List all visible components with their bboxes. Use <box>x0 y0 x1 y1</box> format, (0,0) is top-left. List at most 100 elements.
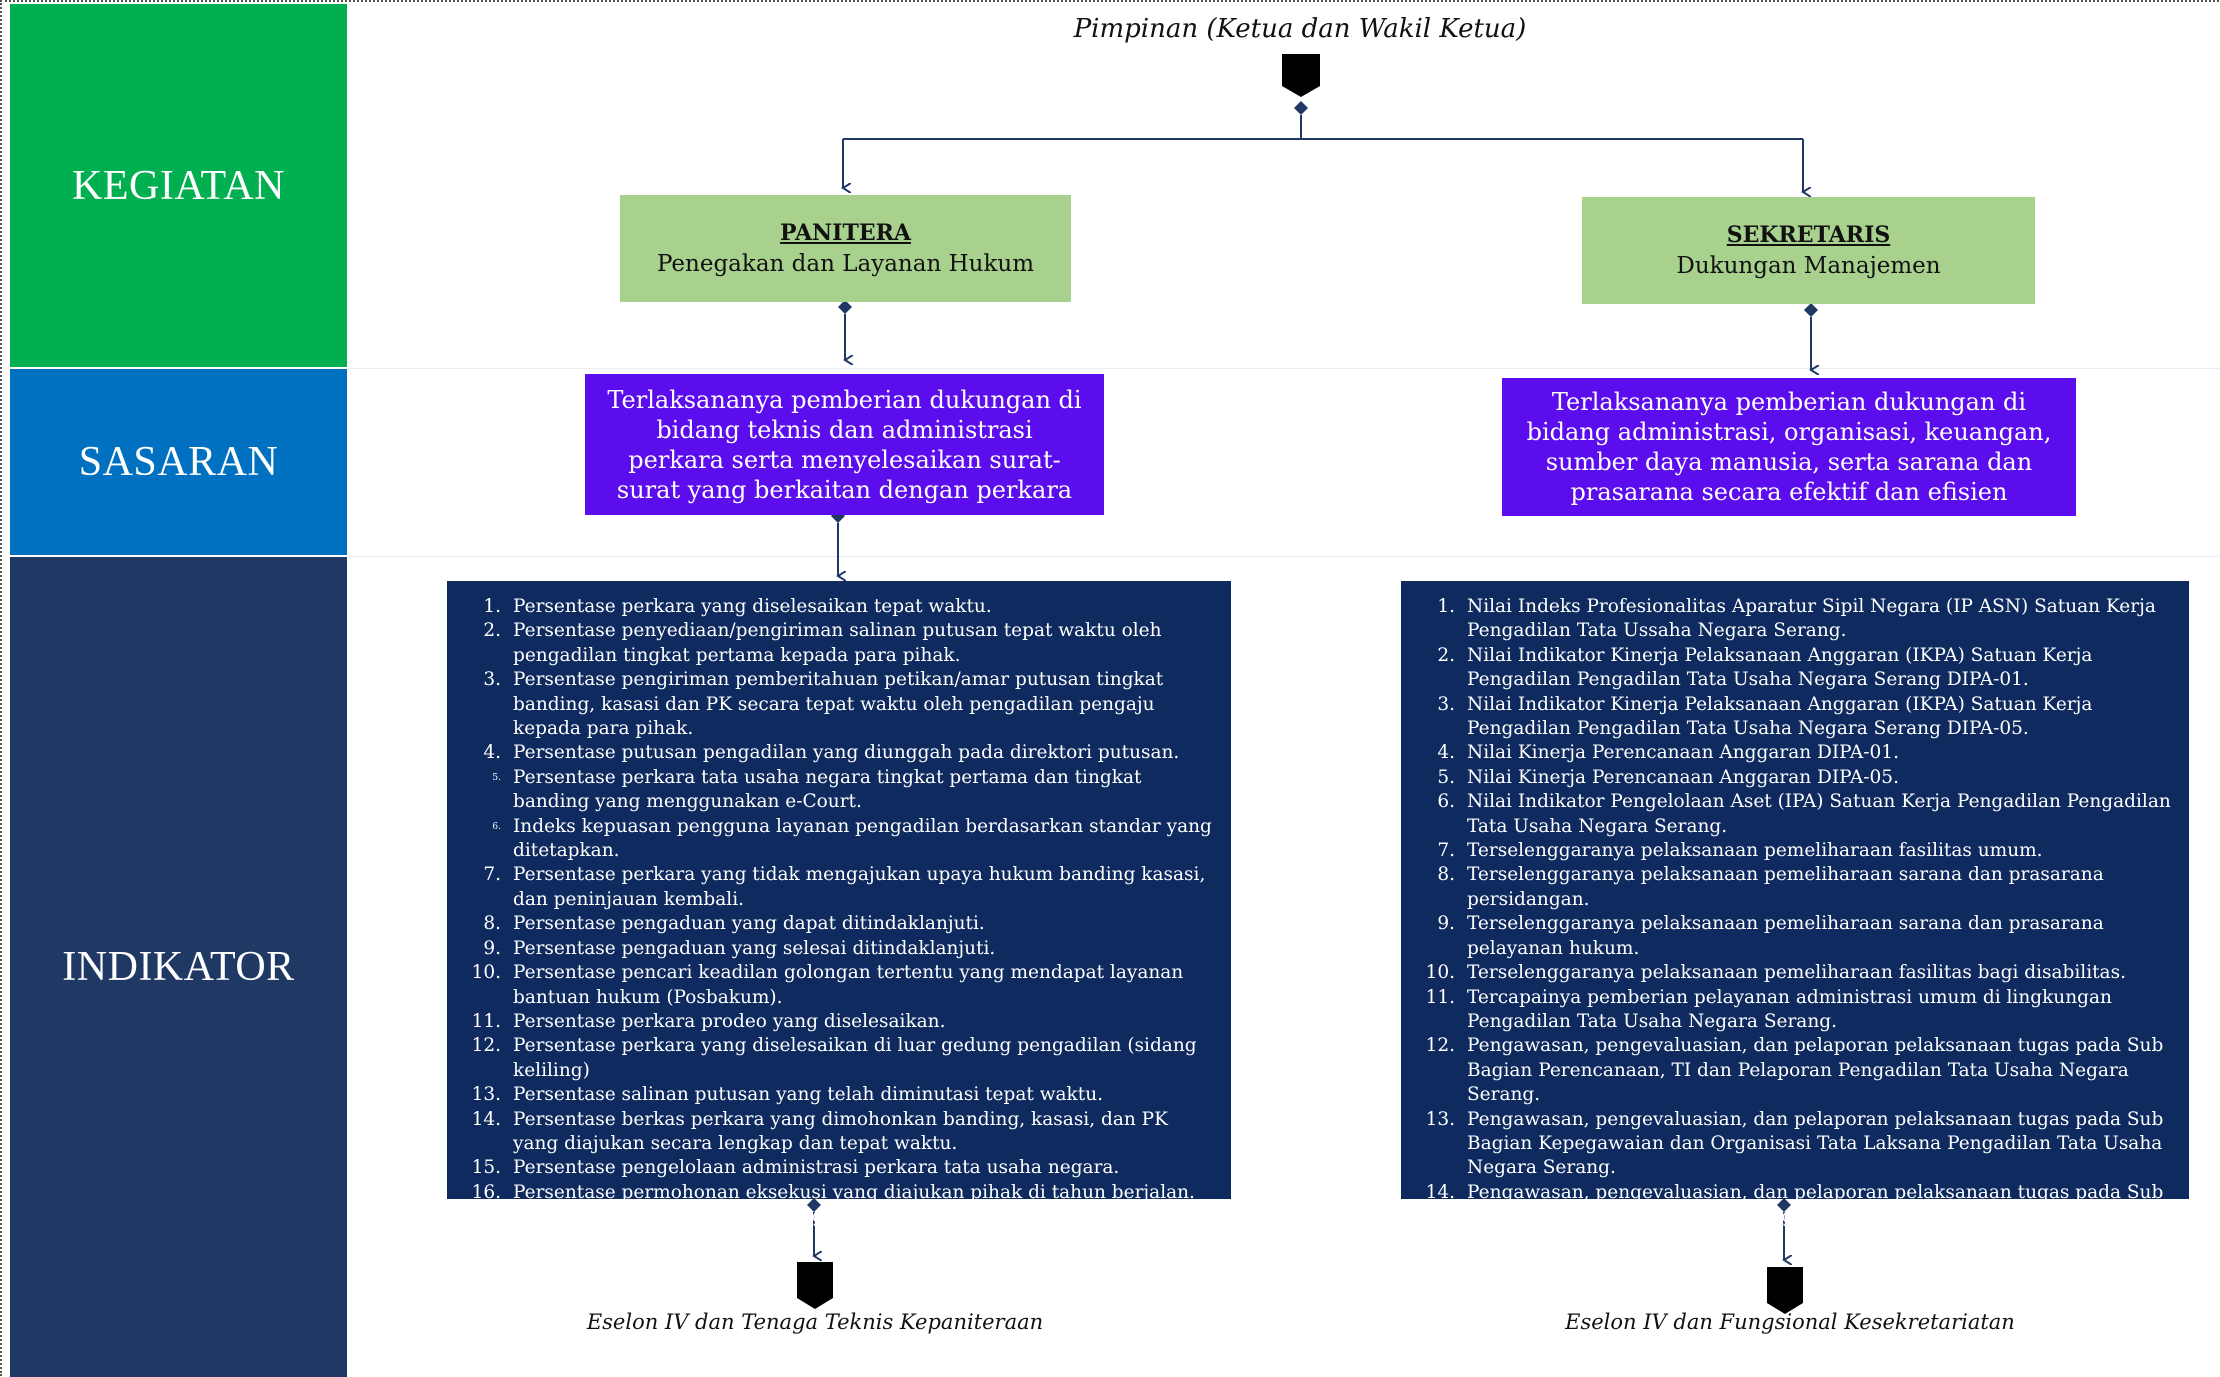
indicator-text: Persentase pengelolaan administrasi perk… <box>513 1157 1120 1179</box>
indicator-item: 11.Tercapainya pemberian pelayanan admin… <box>1419 986 2171 1035</box>
indicator-text: Persentase salinan putusan yang telah di… <box>513 1084 1103 1106</box>
indicator-item: 1.Nilai Indeks Profesionalitas Aparatur … <box>1419 595 2171 644</box>
sekretaris-footer: Eselon IV dan Fungsional Kesekretariatan <box>1565 1310 2015 1334</box>
indicator-number: 11. <box>471 1010 501 1032</box>
diamond-left-3 <box>807 1198 821 1212</box>
indicator-text: Persentase pengaduan yang selesai ditind… <box>513 937 996 959</box>
indicator-number: 1. <box>483 596 501 617</box>
sekretaris-heading: SEKRETARIS <box>1726 221 1891 248</box>
indicator-number: 1. <box>1437 596 1455 617</box>
indicator-item: 6. Indeks kepuasan pengguna layanan penga… <box>465 815 1213 864</box>
indicator-item: 3. Nilai Indikator Kinerja Pelaksanaan An… <box>1419 693 2171 742</box>
indicator-text: Persentase perkara yang diselesaikan di … <box>513 1035 1197 1081</box>
indicator-number: 14. <box>471 1108 501 1130</box>
sekretaris-indicator-box: 1.Nilai Indeks Profesionalitas Aparatur … <box>1401 581 2189 1227</box>
indicator-item: 3. Persentase pengiriman pemberitahuan pe… <box>465 668 1213 741</box>
indicator-text: Persentase pengaduan yang dapat ditindak… <box>513 913 985 935</box>
indicator-text: Persentase perkara yang tidak mengajukan… <box>513 864 1206 910</box>
indicator-text: Pengawasan, pengevaluasian, dan pelapora… <box>1467 1035 2164 1106</box>
sekretaris-box: SEKRETARIS Dukungan Manajemen <box>1582 197 2035 304</box>
indicator-text: Persentase perkara tata usaha negara tin… <box>513 766 1142 813</box>
indicator-item: 16.Persentase permohonan eksekusi yang d… <box>465 1181 1213 1205</box>
indicator-item: 2. Nilai Indikator Kinerja Pelaksanaan An… <box>1419 644 2171 693</box>
indicator-number: 6. <box>492 821 501 832</box>
indicator-item: 10. Persentase pencari keadilan golongan … <box>465 961 1213 1010</box>
indicator-text: Nilai Indikator Kinerja Pelaksanaan Angg… <box>1467 693 2093 740</box>
indicator-number: 3. <box>483 669 501 691</box>
band-sasaran-label: SASARAN <box>78 439 279 485</box>
indicator-number: 14. <box>1425 1181 1455 1203</box>
panitera-box: PANITERA Penegakan dan Layanan Hukum <box>620 195 1071 302</box>
band-kegiatan-label: KEGIATAN <box>72 162 285 209</box>
indicator-item: 1. Persentase perkara yang diselesaikan t… <box>465 595 1213 619</box>
indicator-text: Pengawasan, pengevaluasian, dan pelapora… <box>1467 1108 2164 1179</box>
band-kegiatan: KEGIATAN <box>10 4 347 367</box>
indicator-item: 14.Pengawasan, pengevaluasian, dan pelap… <box>1419 1181 2171 1230</box>
indicator-number: 3. <box>1437 693 1455 715</box>
panitera-target-box: Terlaksananya pemberian dukungan di bida… <box>585 374 1104 515</box>
leader-symbol-top <box>1282 54 1320 97</box>
indicator-number: 11. <box>1425 986 1455 1008</box>
indicator-number: 2. <box>1437 644 1455 666</box>
sekretaris-indicator-list: 1.Nilai Indeks Profesionalitas Aparatur … <box>1419 595 2171 1230</box>
indicator-item: 6.Nilai Indikator Pengelolaan Aset (IPA)… <box>1419 790 2171 839</box>
indicator-item: 12. Persentase perkara yang diselesaikan … <box>465 1034 1213 1083</box>
band-indikator: INDIKATOR <box>10 557 347 1377</box>
indicator-number: 4. <box>483 742 501 764</box>
panitera-subtitle: Penegakan dan Layanan Hukum <box>656 250 1035 277</box>
indicator-item: 10.Terselenggaranya pelaksanaan pemeliha… <box>1419 961 2171 985</box>
indicator-item: 5. Nilai Kinerja Perencanaan Anggaran DIP… <box>1419 766 2171 790</box>
sekretaris-target-box: Terlaksananya pemberian dukungan di bida… <box>1502 378 2076 516</box>
indicator-number: 12. <box>471 1035 501 1057</box>
indicator-number: 10. <box>471 962 501 984</box>
indicator-number: 8. <box>483 913 501 935</box>
indicator-number: 12. <box>1425 1035 1455 1057</box>
sekretaris-subtitle: Dukungan Manajemen <box>1676 252 1941 279</box>
diamond-top <box>1294 101 1308 115</box>
indicator-item: 14. Persentase berkas perkara yang dimoho… <box>465 1108 1213 1157</box>
indicator-item: 15.Persentase pengelolaan administrasi p… <box>465 1156 1213 1180</box>
diamond-right-3 <box>1777 1198 1791 1212</box>
indicator-number: 7. <box>1437 840 1455 862</box>
panitera-heading: PANITERA <box>780 219 911 246</box>
indicator-text: Persentase permohonan eksekusi yang diaj… <box>513 1181 1195 1203</box>
diamond-left-1 <box>838 300 852 314</box>
leader-symbol-right-bottom <box>1767 1267 1803 1314</box>
indicator-number: 17. <box>471 1206 501 1228</box>
indicator-text: Terselenggaranya pelaksanaan pemeliharaa… <box>1467 864 2104 910</box>
indicator-item: 11. Persentase perkara prodeo yang disele… <box>465 1010 1213 1034</box>
indicator-text: Nilai Indikator Kinerja Pelaksanaan Angg… <box>1467 644 2093 691</box>
indicator-item: 13.Pengawasan, pengevaluasian, dan pelap… <box>1419 1108 2171 1181</box>
indicator-number: 13. <box>471 1084 501 1106</box>
diamond-right-1 <box>1804 303 1818 317</box>
indicator-text: Indeks kepuasan pengguna layanan pengadi… <box>513 815 1212 862</box>
indicator-item: 4. Nilai Kinerja Perencanaan Anggaran DIP… <box>1419 741 2171 765</box>
indicator-item: 17. Persentase jumlah eksekusi yang telah… <box>465 1205 1213 1254</box>
indicator-text: Persentase penyediaan/pengiriman salinan… <box>513 620 1162 666</box>
indicator-text: Terselenggaranya pelaksanaan pemeliharaa… <box>1467 962 2126 984</box>
indicator-text: Persentase jumlah eksekusi yang telah se… <box>513 1206 1160 1252</box>
indicator-item: 9.Terselenggaranya pelaksanaan pemelihar… <box>1419 912 2171 961</box>
indicator-text: Terselenggaranya pelaksanaan pemeliharaa… <box>1467 840 2043 862</box>
indicator-text: Persentase pengiriman pemberitahuan peti… <box>513 669 1164 740</box>
panitera-indicator-list: 1. Persentase perkara yang diselesaikan t… <box>465 595 1213 1254</box>
indicator-number: 9. <box>1437 913 1455 935</box>
indicator-text: Persentase perkara prodeo yang diselesai… <box>513 1010 946 1032</box>
indicator-text: Nilai Kinerja Perencanaan Anggaran DIPA-… <box>1467 742 1899 764</box>
indicator-item: 13. Persentase salinan putusan yang telah… <box>465 1083 1213 1107</box>
indicator-item: 5.Persentase perkara tata usaha negara t… <box>465 766 1213 815</box>
indicator-item: 4.Persentase putusan pengadilan yang diu… <box>465 741 1213 765</box>
indicator-number: 6. <box>1437 791 1455 813</box>
indicator-number: 4. <box>1437 742 1455 764</box>
indicator-text: Persentase pencari keadilan golongan ter… <box>513 962 1184 1008</box>
band-indikator-label: INDIKATOR <box>62 944 295 990</box>
indicator-text: Persentase perkara yang diselesaikan tep… <box>513 596 992 617</box>
indicator-number: 5. <box>1437 766 1455 788</box>
leader-symbol-left-bottom <box>797 1262 833 1309</box>
indicator-text: Persentase berkas perkara yang dimohonka… <box>513 1108 1168 1154</box>
indicator-item: 12. Pengawasan, pengevaluasian, dan pelap… <box>1419 1034 2171 1107</box>
indicator-item: 7. Terselenggaranya pelaksanaan pemelihar… <box>1419 839 2171 863</box>
indicator-text: Nilai Kinerja Perencanaan Anggaran DIPA-… <box>1467 766 1899 788</box>
indicator-number: 9. <box>483 937 501 959</box>
